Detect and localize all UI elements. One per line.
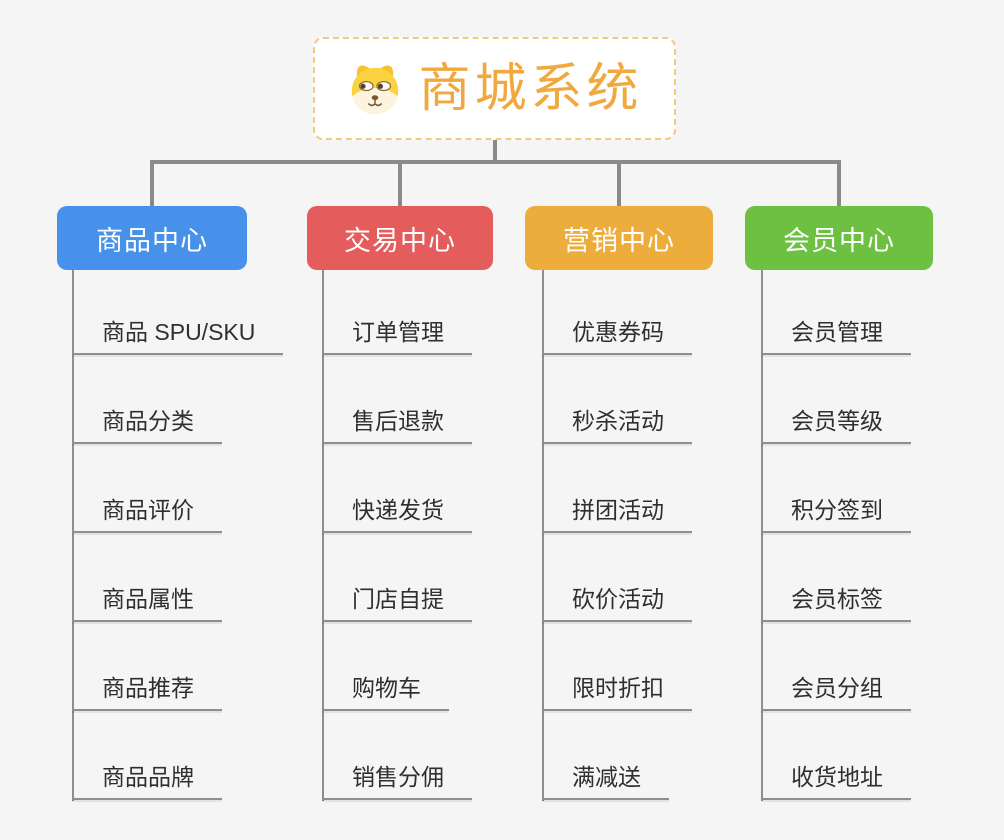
leaf-node[interactable]: 会员标签 [761, 585, 911, 622]
root-title: 商城系统 [418, 59, 643, 118]
leaf-node[interactable]: 商品分类 [72, 407, 222, 444]
leaf-node[interactable]: 收货地址 [761, 763, 911, 800]
connector-drop-1 [150, 160, 154, 206]
list-item: 购物车 [322, 622, 472, 711]
leaf-node[interactable]: 秒杀活动 [542, 407, 692, 444]
list-item: 订单管理 [322, 266, 472, 355]
connector-bus [150, 160, 841, 164]
list-item: 会员标签 [761, 533, 911, 622]
leaf-node[interactable]: 限时折扣 [542, 674, 692, 711]
leaf-node[interactable]: 售后退款 [322, 407, 472, 444]
list-item: 售后退款 [322, 355, 472, 444]
leaf-node[interactable]: 满减送 [542, 763, 669, 800]
leaf-node[interactable]: 商品属性 [72, 585, 222, 622]
leaf-node[interactable]: 购物车 [322, 674, 449, 711]
leaf-list-marketing-center: 优惠券码 秒杀活动 拼团活动 砍价活动 限时折扣 满减送 [542, 266, 692, 800]
leaf-node[interactable]: 会员等级 [761, 407, 911, 444]
connector-column-line-2 [322, 270, 324, 801]
leaf-node[interactable]: 商品评价 [72, 496, 222, 533]
leaf-node[interactable]: 商品推荐 [72, 674, 222, 711]
branch-node-product-center[interactable]: 商品中心 [57, 206, 247, 270]
leaf-node[interactable]: 砍价活动 [542, 585, 692, 622]
list-item: 拼团活动 [542, 444, 692, 533]
connector-root-stem [493, 140, 497, 162]
list-item: 门店自提 [322, 533, 472, 622]
list-item: 收货地址 [761, 711, 911, 800]
leaf-list-product-center: 商品 SPU/SKU 商品分类 商品评价 商品属性 商品推荐 商品品牌 [72, 266, 284, 800]
connector-column-line-1 [72, 270, 74, 801]
list-item: 商品分类 [72, 355, 283, 444]
leaf-node[interactable]: 商品 SPU/SKU [72, 318, 284, 355]
list-item: 限时折扣 [542, 622, 692, 711]
leaf-node[interactable]: 门店自提 [322, 585, 472, 622]
branch-node-trade-center[interactable]: 交易中心 [307, 206, 493, 270]
list-item: 砍价活动 [542, 533, 692, 622]
branch-node-member-center[interactable]: 会员中心 [745, 206, 933, 270]
leaf-node[interactable]: 积分签到 [761, 496, 911, 533]
connector-column-line-3 [542, 270, 544, 801]
leaf-node[interactable]: 商品品牌 [72, 763, 222, 800]
leaf-node[interactable]: 会员管理 [761, 318, 911, 355]
list-item: 商品品牌 [72, 711, 283, 800]
list-item: 满减送 [542, 711, 692, 800]
list-item: 商品 SPU/SKU [72, 266, 284, 355]
leaf-node[interactable]: 快递发货 [322, 496, 472, 533]
connector-drop-3 [617, 160, 621, 206]
shiba-dog-icon [352, 64, 399, 114]
root-node-mall-system[interactable]: 商城系统 [313, 37, 676, 140]
leaf-node[interactable]: 销售分佣 [322, 763, 472, 800]
list-item: 秒杀活动 [542, 355, 692, 444]
list-item: 快递发货 [322, 444, 472, 533]
leaf-list-member-center: 会员管理 会员等级 积分签到 会员标签 会员分组 收货地址 [761, 266, 911, 800]
connector-column-line-4 [761, 270, 763, 801]
list-item: 会员分组 [761, 622, 911, 711]
list-item: 商品属性 [72, 533, 283, 622]
leaf-list-trade-center: 订单管理 售后退款 快递发货 门店自提 购物车 销售分佣 [322, 266, 472, 800]
branch-node-marketing-center[interactable]: 营销中心 [525, 206, 713, 270]
list-item: 商品推荐 [72, 622, 283, 711]
list-item: 优惠券码 [542, 266, 692, 355]
list-item: 积分签到 [761, 444, 911, 533]
list-item: 会员管理 [761, 266, 911, 355]
list-item: 会员等级 [761, 355, 911, 444]
connector-drop-4 [837, 160, 841, 206]
connector-drop-2 [398, 160, 402, 206]
leaf-node[interactable]: 拼团活动 [542, 496, 692, 533]
leaf-node[interactable]: 优惠券码 [542, 318, 692, 355]
leaf-node[interactable]: 会员分组 [761, 674, 911, 711]
list-item: 商品评价 [72, 444, 283, 533]
list-item: 销售分佣 [322, 711, 472, 800]
leaf-node[interactable]: 订单管理 [322, 318, 472, 355]
